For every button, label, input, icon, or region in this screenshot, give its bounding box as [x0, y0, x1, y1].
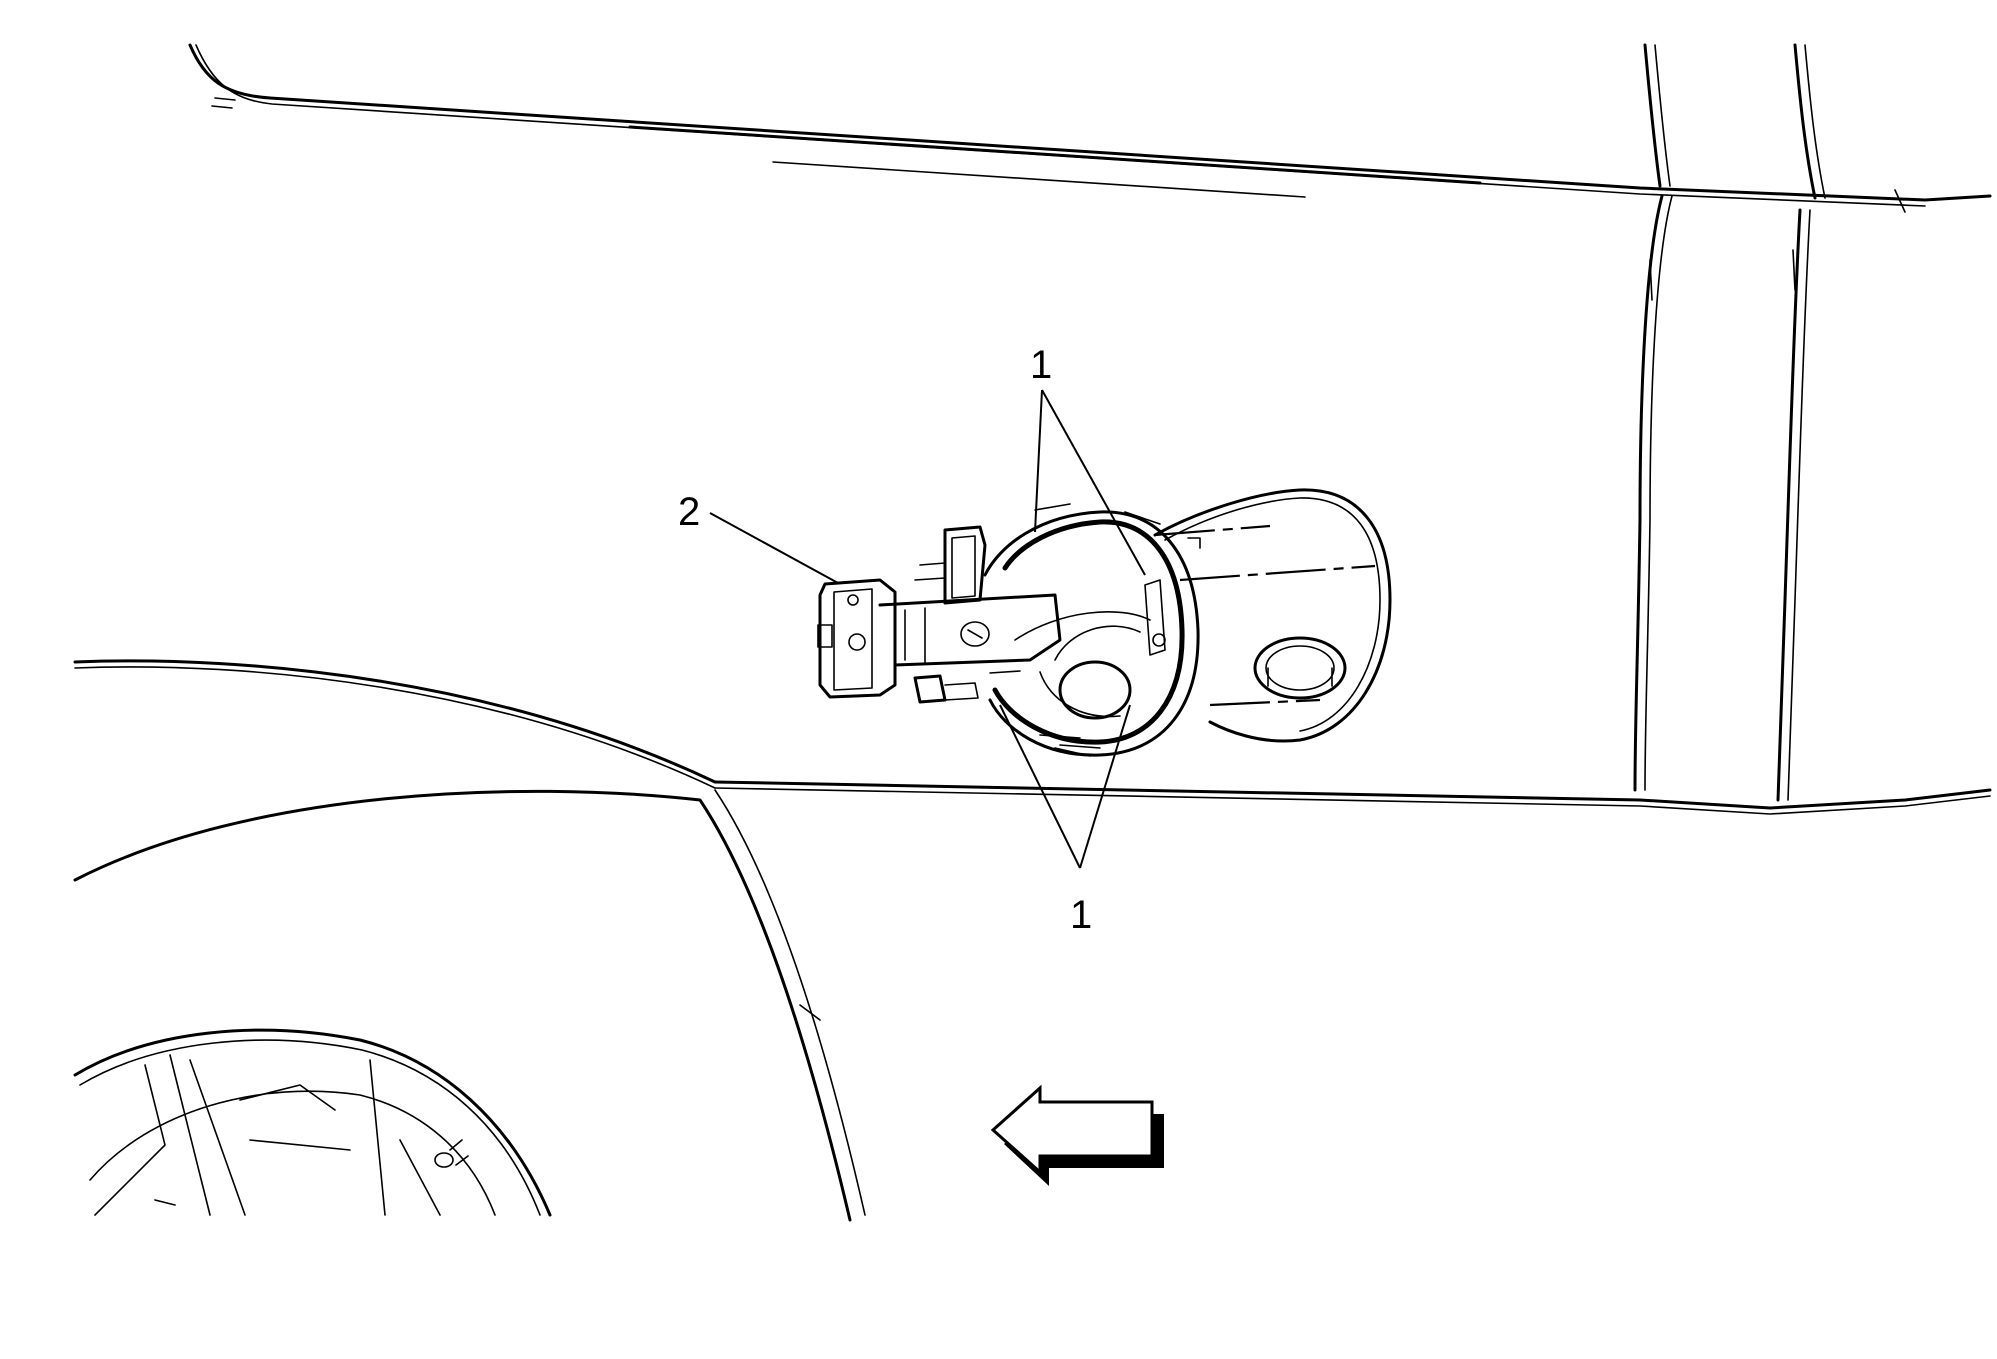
arrow-left-icon	[990, 1084, 1164, 1186]
vehicle-body	[73, 43, 1992, 1222]
fuel-door-actuator	[817, 525, 1062, 704]
callout-1-top: 1	[1030, 343, 1052, 387]
fuel-door	[1153, 488, 1392, 743]
callout-1-bottom: 1	[1070, 893, 1092, 937]
callout-2: 2	[678, 490, 700, 534]
leader-lines	[709, 389, 1146, 869]
fuel-door-housing	[983, 503, 1200, 757]
wheel	[73, 1028, 552, 1217]
